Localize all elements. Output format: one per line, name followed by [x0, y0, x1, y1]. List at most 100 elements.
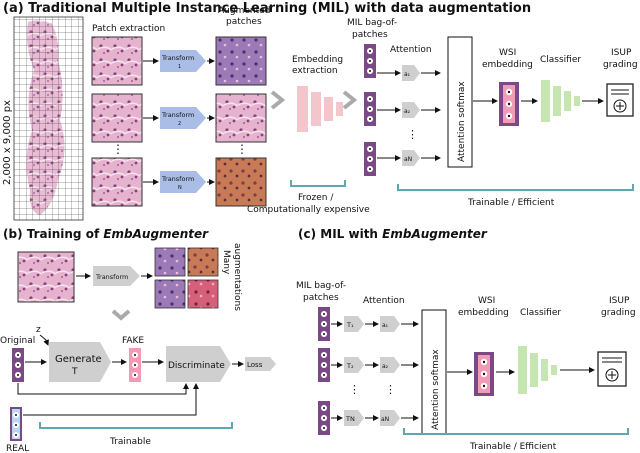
svg-text:Loss: Loss [247, 361, 263, 369]
aug-patch-2 [215, 93, 267, 143]
wsi-size-label: 2,000 x 9,000 px [2, 100, 13, 185]
attention-label-a: Attention [390, 45, 432, 55]
attention-softmax-label-a: Attention softmax [457, 81, 467, 162]
embedding-extraction-1: Embedding [292, 55, 343, 65]
attention-softmax-box-a [447, 36, 473, 168]
svg-text:⋮: ⋮ [349, 383, 360, 396]
c-isup-1: ISUP [609, 296, 630, 306]
patch-2 [91, 93, 143, 143]
frozen-label-1: Frozen / [298, 193, 334, 203]
c-isup-2: grading [601, 308, 636, 318]
classifier-label-a: Classifier [540, 55, 581, 65]
trainable-label-a: Trainable / Efficient [467, 198, 555, 208]
original-label: Original [0, 336, 35, 346]
panel-c-title: (c) MIL with EmbAugmenter [298, 227, 488, 241]
svg-text:a₁: a₁ [404, 71, 411, 78]
panel-b-title: (b) Training of EmbAugmenter [3, 227, 209, 241]
c-bag-icon [318, 307, 330, 435]
z-label: z [36, 325, 41, 335]
transform-n-sub: N [178, 185, 182, 191]
chevron-icon [270, 90, 286, 110]
bag-icon [364, 44, 376, 176]
panel-a-title: (a) Traditional Multiple Instance Learni… [3, 1, 531, 16]
trainable-label-c: Trainable / Efficient [469, 442, 557, 452]
z-arrow [39, 334, 49, 346]
isup-a-2: grading [603, 60, 638, 70]
svg-text:⋮: ⋮ [385, 383, 396, 396]
real-to-discriminate [23, 383, 199, 416]
c-grading-report-icon [597, 351, 627, 387]
trainable-bracket-c [403, 428, 629, 435]
c-attention-label: Attention [363, 296, 405, 306]
c-classifier [518, 346, 557, 394]
transform-2-sub: 2 [178, 121, 181, 127]
real-embedding [10, 407, 22, 441]
svg-text:aN: aN [381, 416, 389, 423]
svg-text:T: T [71, 367, 78, 377]
frozen-label-2: Computationally expensive [247, 205, 370, 215]
transform-1-label: Transform [161, 54, 194, 62]
discriminate-block: Discriminate [166, 346, 231, 382]
b-augmented-grid [154, 247, 219, 309]
original-embedding [12, 348, 24, 382]
svg-text:Transform: Transform [95, 273, 128, 281]
attention-units-a: a₁ a₂ ⋮ aN [377, 65, 441, 166]
wsi-slide [13, 16, 84, 221]
c-wsi-embedding-icon [474, 352, 494, 396]
c-attention-softmax-label: Attention softmax [431, 349, 441, 430]
augmented-label-1: Augmented [218, 6, 270, 16]
transform-1: Transform 1 [143, 50, 215, 72]
b-transform: Transform [93, 266, 140, 286]
transform-1-sub: 1 [178, 64, 181, 70]
fake-embedding [129, 348, 141, 382]
c-attention-softmax-box [421, 309, 447, 435]
b-input-patch [17, 251, 75, 303]
grading-report-icon-a [606, 83, 634, 117]
fake-label: FAKE [122, 336, 144, 346]
c-wsi-1: WSI [478, 296, 495, 306]
frozen-bracket [290, 180, 346, 187]
svg-text:Discriminate: Discriminate [168, 361, 225, 371]
many-augmentations-2: augmentations [232, 243, 242, 311]
svg-text:a₂: a₂ [404, 108, 411, 115]
generate-block: Generate T [49, 342, 111, 382]
transform-n-label: Transform [161, 175, 194, 183]
c-classifier-label: Classifier [520, 308, 561, 318]
b-chevron-icon [111, 309, 131, 321]
loss-block: Loss [245, 357, 276, 371]
original-to-discriminate [17, 383, 189, 395]
svg-text:T₁: T₁ [346, 321, 354, 329]
wsi-embedding-icon-a [499, 82, 519, 126]
svg-text:aN: aN [404, 156, 412, 163]
chevron-icon-2 [342, 90, 358, 110]
mil-bag-label-1: MIL bag-of- [347, 18, 397, 28]
patch-1 [91, 36, 143, 86]
c-mil-bag-2: patches [303, 293, 339, 303]
patch-extraction-label: Patch extraction [92, 24, 165, 34]
svg-text:a₂: a₂ [382, 363, 389, 370]
augmented-label-2: patches [226, 17, 262, 27]
many-augmentations-1: Many [221, 250, 231, 275]
aug-patch-dots: ⋮ [236, 142, 248, 156]
aug-patch-n [215, 157, 267, 207]
trainable-label-b: Trainable [109, 437, 151, 447]
svg-text:Generate: Generate [55, 354, 102, 365]
c-transform-units: T₁ a₁ T₂ a₂ ⋮ ⋮ TN aN [331, 316, 419, 426]
trainable-bracket-b [39, 422, 233, 429]
transform-2-label: Transform [161, 111, 194, 119]
patch-dots: ⋮ [112, 142, 124, 156]
patch-n [91, 157, 143, 207]
svg-text:T₂: T₂ [346, 362, 354, 370]
svg-text:TN: TN [345, 415, 355, 423]
c-wsi-2: embedding [458, 308, 509, 318]
aug-patch-1 [215, 36, 267, 86]
transform-n: Transform N [143, 171, 215, 193]
wsi-embedding-a-1: WSI [499, 48, 516, 58]
transform-2: Transform 2 [143, 107, 215, 129]
embedding-extractor [297, 86, 343, 132]
trainable-bracket-a [397, 184, 634, 191]
mil-bag-label-2: patches [352, 30, 388, 40]
wsi-embedding-a-2: embedding [482, 60, 533, 70]
c-mil-bag-1: MIL bag-of- [296, 281, 346, 291]
